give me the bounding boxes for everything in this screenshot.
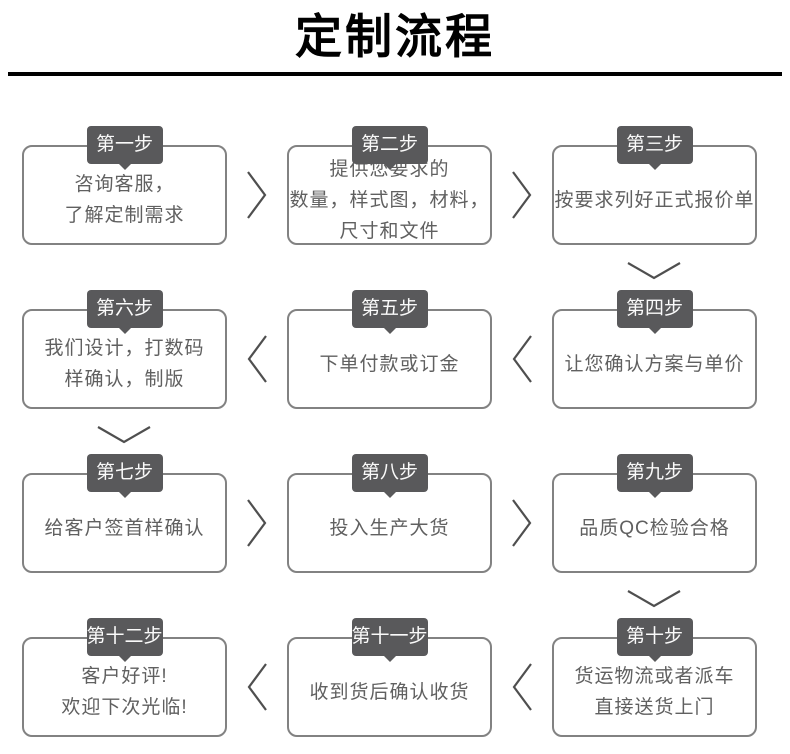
chevron-right-icon bbox=[227, 473, 287, 573]
step-text-line: 投入生产大货 bbox=[329, 517, 450, 539]
step-box-9: 第九步 品质QC检验合格 bbox=[552, 454, 757, 573]
chevron-left-icon bbox=[492, 637, 552, 737]
title-divider bbox=[8, 72, 782, 76]
row-gap-3 bbox=[0, 573, 790, 637]
step-text-line: 品质QC检验合格 bbox=[579, 517, 730, 539]
step-box-4: 第四步 让您确认方案与单价 bbox=[552, 290, 757, 409]
flow-row-4: 第十二步 客户好评! 欢迎下次光临! 第十一步 收到货后确认收货 第十步 货运物… bbox=[22, 618, 790, 737]
step-text-line: 数量，样式图，材料， bbox=[289, 189, 490, 211]
step-box-6: 第六步 我们设计，打数码 样确认，制版 bbox=[22, 290, 227, 409]
row-gap-2 bbox=[0, 409, 790, 473]
step-box-12: 第十二步 客户好评! 欢迎下次光临! bbox=[22, 618, 227, 737]
step-badge-9: 第九步 bbox=[616, 454, 693, 492]
step-badge-2: 第二步 bbox=[351, 126, 428, 164]
flow-row-1: 第一步 咨询客服， 了解定制需求 第二步 提供您要求的 数量，样式图，材料， 尺… bbox=[22, 126, 790, 245]
flowchart-grid: 第一步 咨询客服， 了解定制需求 第二步 提供您要求的 数量，样式图，材料， 尺… bbox=[0, 76, 790, 737]
step-box-10: 第十步 货运物流或者派车 直接送货上门 bbox=[552, 618, 757, 737]
step-text-line: 了解定制需求 bbox=[64, 205, 185, 226]
chevron-right-icon bbox=[227, 145, 287, 245]
step-box-11: 第十一步 收到货后确认收货 bbox=[287, 618, 492, 737]
step-box-8: 第八步 投入生产大货 bbox=[287, 454, 492, 573]
step-box-2: 第二步 提供您要求的 数量，样式图，材料， 尺寸和文件 bbox=[287, 126, 492, 245]
page-title: 定制流程 bbox=[295, 10, 495, 63]
step-text-line: 客户好评! bbox=[81, 666, 168, 687]
step-badge-3: 第三步 bbox=[616, 126, 693, 164]
step-badge-6: 第六步 bbox=[86, 290, 163, 328]
step-text-line: 欢迎下次光临! bbox=[61, 697, 188, 718]
step-text-line: 我们设计，打数码 bbox=[44, 338, 205, 359]
step-badge-10: 第十步 bbox=[616, 618, 693, 656]
step-badge-7: 第七步 bbox=[86, 454, 163, 492]
chevron-right-icon bbox=[492, 473, 552, 573]
step-badge-8: 第八步 bbox=[351, 454, 428, 492]
chevron-down-icon bbox=[96, 425, 152, 445]
step-badge-1: 第一步 bbox=[86, 126, 163, 164]
chevron-left-icon bbox=[227, 637, 287, 737]
chevron-down-icon bbox=[626, 589, 682, 609]
chevron-left-icon bbox=[492, 309, 552, 409]
step-text-line: 给客户签首样确认 bbox=[44, 517, 205, 539]
step-text-line: 样确认，制版 bbox=[64, 369, 185, 390]
step-box-5: 第五步 下单付款或订金 bbox=[287, 290, 492, 409]
step-badge-11: 第十一步 bbox=[351, 618, 428, 656]
chevron-left-icon bbox=[227, 309, 287, 409]
step-box-7: 第七步 给客户签首样确认 bbox=[22, 454, 227, 573]
step-badge-12: 第十二步 bbox=[86, 618, 163, 656]
step-box-3: 第三步 按要求列好正式报价单 bbox=[552, 126, 757, 245]
step-text-line: 尺寸和文件 bbox=[339, 220, 440, 242]
step-text-line: 收到货后确认收货 bbox=[309, 681, 470, 703]
chevron-right-icon bbox=[492, 145, 552, 245]
step-text-line: 按要求列好正式报价单 bbox=[554, 189, 755, 211]
flow-row-2: 第六步 我们设计，打数码 样确认，制版 第五步 下单付款或订金 第四步 让您确认… bbox=[22, 290, 790, 409]
step-badge-4: 第四步 bbox=[616, 290, 693, 328]
chevron-down-icon bbox=[626, 261, 682, 281]
flow-row-3: 第七步 给客户签首样确认 第八步 投入生产大货 第九步 品质QC检验合格 bbox=[22, 454, 790, 573]
step-text-line: 直接送货上门 bbox=[594, 697, 715, 718]
row-gap-1 bbox=[0, 245, 790, 309]
step-badge-5: 第五步 bbox=[351, 290, 428, 328]
step-text-line: 货运物流或者派车 bbox=[574, 666, 735, 687]
step-text-line: 咨询客服， bbox=[74, 174, 175, 195]
step-box-1: 第一步 咨询客服， 了解定制需求 bbox=[22, 126, 227, 245]
step-text-line: 下单付款或订金 bbox=[319, 353, 460, 375]
step-text-line: 让您确认方案与单价 bbox=[564, 353, 745, 375]
